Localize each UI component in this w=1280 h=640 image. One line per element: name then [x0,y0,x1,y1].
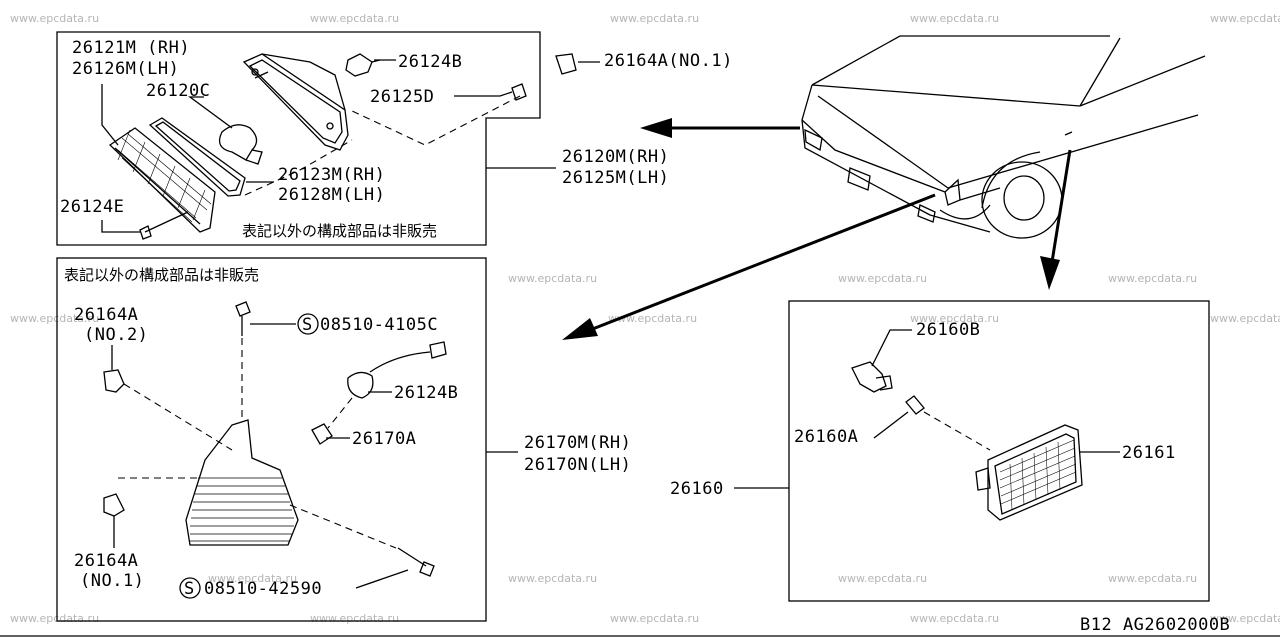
part-label-26125m: 26125M(LH) [562,168,669,188]
marker-socket-drawing [851,361,893,393]
watermark: www.epcdata.ru [838,272,927,285]
part-label-26164a-no1: 26164A [74,551,138,571]
watermark: www.epcdata.ru [1210,312,1280,325]
watermark: www.epcdata.ru [10,12,99,25]
watermark: www.epcdata.ru [508,572,597,585]
right-box-outline [788,300,1210,602]
marker-lamp-drawing [975,424,1083,521]
watermark: www.epcdata.ru [310,12,399,25]
part-label-26125d: 26125D [370,87,434,107]
watermark: www.epcdata.ru [10,612,99,625]
harness-socket-drawing [347,341,447,399]
s-mark-bottom: S [184,579,195,599]
watermark: www.epcdata.ru [508,272,597,285]
part-label-26121m: 26121M (RH) [72,38,190,58]
part-label-26120c: 26120C [146,81,210,101]
bulb-drawing [218,124,263,165]
screw-bottom-drawing [397,547,435,577]
watermarks: www.epcdata.ru www.epcdata.ru www.epcdat… [10,12,1280,625]
watermark: www.epcdata.ru [610,612,699,625]
part-label-26164a-no2-sub: (NO.2) [84,325,148,345]
part-label-26170n: 26170N(LH) [524,455,631,475]
socket-drawing [345,53,381,77]
rear-lamp-drawing [185,419,299,546]
top-box-outline [56,31,541,246]
left-box-note: 表記以外の構成部品は非販売 [64,266,259,284]
part-label-26124b-mid: 26124B [394,383,458,403]
top-box-note: 表記以外の構成部品は非販売 [242,222,437,240]
watermark: www.epcdata.ru [610,12,699,25]
watermark: www.epcdata.ru [10,312,99,325]
part-label-26160: 26160 [670,479,724,499]
watermark: www.epcdata.ru [1210,12,1280,25]
part-label-26160a: 26160A [794,427,858,447]
watermark: www.epcdata.ru [208,572,297,585]
side-marker-lamp-group: 26160B 26160A 26161 [670,300,1210,602]
clip-no1-top-group: 26164A(NO.1) [555,51,733,75]
part-label-26164a-no1-top: 26164A(NO.1) [604,51,733,71]
left-box-outline [56,257,487,622]
clip-drawing [511,83,527,101]
watermark: www.epcdata.ru [1210,612,1280,625]
marker-bulb-drawing [905,395,925,415]
part-label-26123m: 26123M(RH) [278,165,385,185]
part-label-26120m: 26120M(RH) [562,147,669,167]
gasket-drawing [148,117,246,197]
clip-no2-drawing [103,369,125,393]
watermark: www.epcdata.ru [1108,572,1197,585]
lamp-housing-drawing [242,53,349,151]
small-bulb-drawing [311,423,333,445]
watermark: www.epcdata.ru [910,612,999,625]
watermark: www.epcdata.ru [910,312,999,325]
part-label-26161: 26161 [1122,443,1176,463]
screw-top-drawing [235,301,296,336]
screw-drawing [139,211,189,240]
part-label-08510-42590: 08510-42590 [204,579,322,599]
part-label-26124e: 26124E [60,197,124,217]
part-label-26170a: 26170A [352,429,416,449]
front-combination-lamp-group: 26121M (RH) 26126M(LH) 26120C 26124B 261… [56,31,669,246]
part-label-26164a-no2: 26164A [74,305,138,325]
part-label-26128m: 26128M(LH) [278,185,385,205]
part-label-26170m: 26170M(RH) [524,433,631,453]
part-label-08510-4105c: 08510-4105C [320,315,438,335]
page-code: B12 AG2602000B [1080,615,1230,635]
pointer-arrows [562,118,1072,340]
rear-combination-lamp-group: 表記以外の構成部品は非販売 26164A (NO.2) S 08510-4105… [56,257,631,622]
lamp-lens-drawing [108,127,216,233]
part-label-26124b-top: 26124B [398,52,462,72]
watermark: www.epcdata.ru [838,572,927,585]
vehicle-front-illustration [801,35,1206,239]
s-mark-top: S [302,315,313,335]
watermark: www.epcdata.ru [310,612,399,625]
part-label-26126m: 26126M(LH) [72,59,179,79]
part-label-26160b: 26160B [916,320,980,340]
clip-no1-drawing [103,493,125,517]
watermark: www.epcdata.ru [910,12,999,25]
watermark: www.epcdata.ru [1108,272,1197,285]
part-label-26164a-no1-sub: (NO.1) [80,571,144,591]
